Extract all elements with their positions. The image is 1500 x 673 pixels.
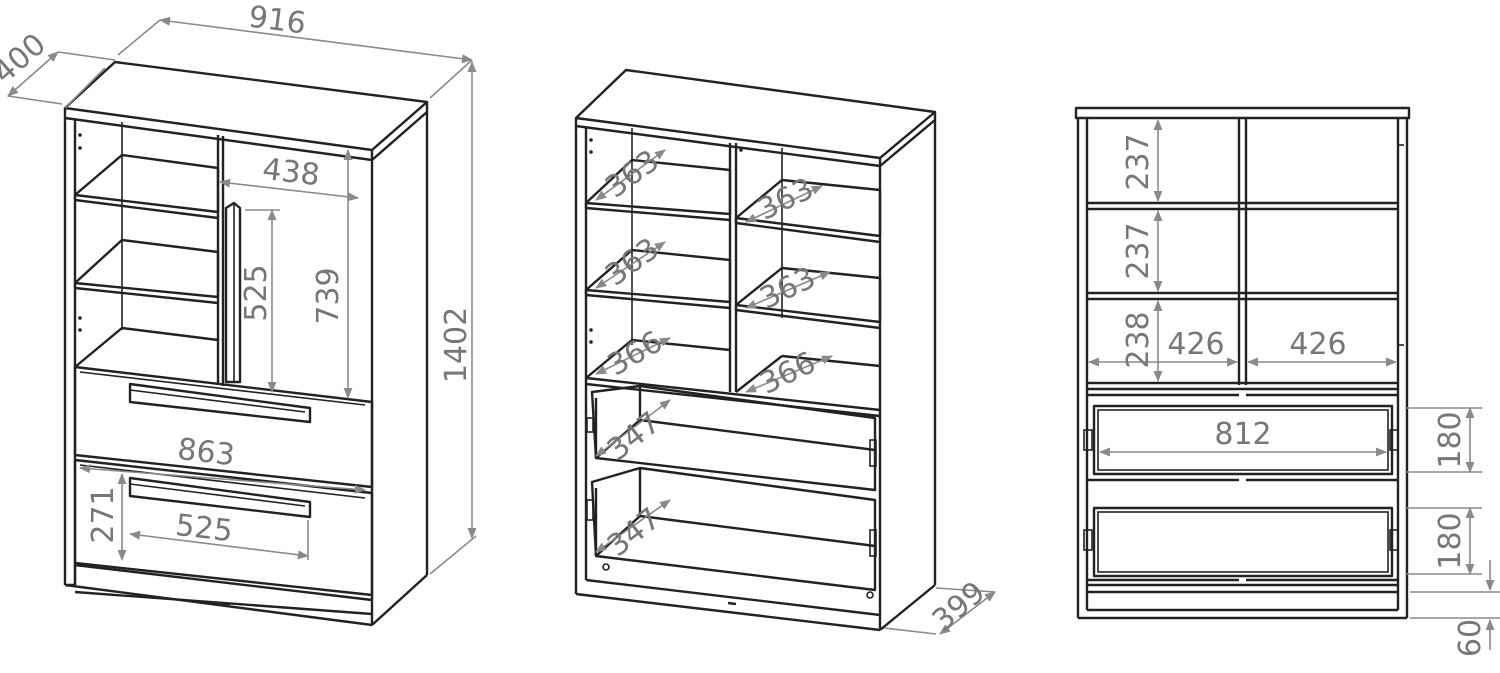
dim-compartment-mid: 237 (1121, 222, 1156, 279)
dim-height: 1402 (439, 307, 474, 383)
dim-drawer-width: 863 (176, 432, 237, 473)
dim-drawer-height: 271 (86, 486, 121, 543)
dim-depth: 400 (0, 27, 53, 91)
dim-handle-width: 525 (174, 508, 235, 549)
dim-plinth-height: 60 (1453, 619, 1488, 657)
dim-drawer-bottom-height: 180 (1433, 512, 1468, 569)
dim-shelf-right-top: 363 (752, 171, 819, 228)
dim-shelf-left-low: 366 (602, 324, 669, 383)
dim-drawer-inner-width: 812 (1214, 417, 1271, 452)
dim-drawer-depth-bottom: 347 (601, 501, 668, 564)
dim-compartment-width-left: 426 (1167, 327, 1224, 362)
dim-compartment-width-right: 426 (1289, 327, 1346, 362)
closed-view: 916 400 1402 438 739 525 863 271 525 (0, 0, 477, 627)
dim-drawer-top-height: 180 (1433, 411, 1468, 468)
open-view: 363 363 363 363 366 366 347 347 399 (574, 68, 996, 639)
dim-shelf-right-low: 366 (754, 345, 821, 402)
dim-wardrobe-height: 739 (311, 267, 346, 324)
dim-compartment-low: 238 (1121, 311, 1156, 368)
dim-width: 916 (247, 0, 308, 42)
dim-compartment-top: 237 (1121, 133, 1156, 190)
front-view: 237 237 238 426 426 812 180 180 60 (1074, 106, 1500, 657)
dim-rail-height: 525 (239, 264, 274, 321)
dim-wardrobe-width: 438 (261, 152, 322, 193)
